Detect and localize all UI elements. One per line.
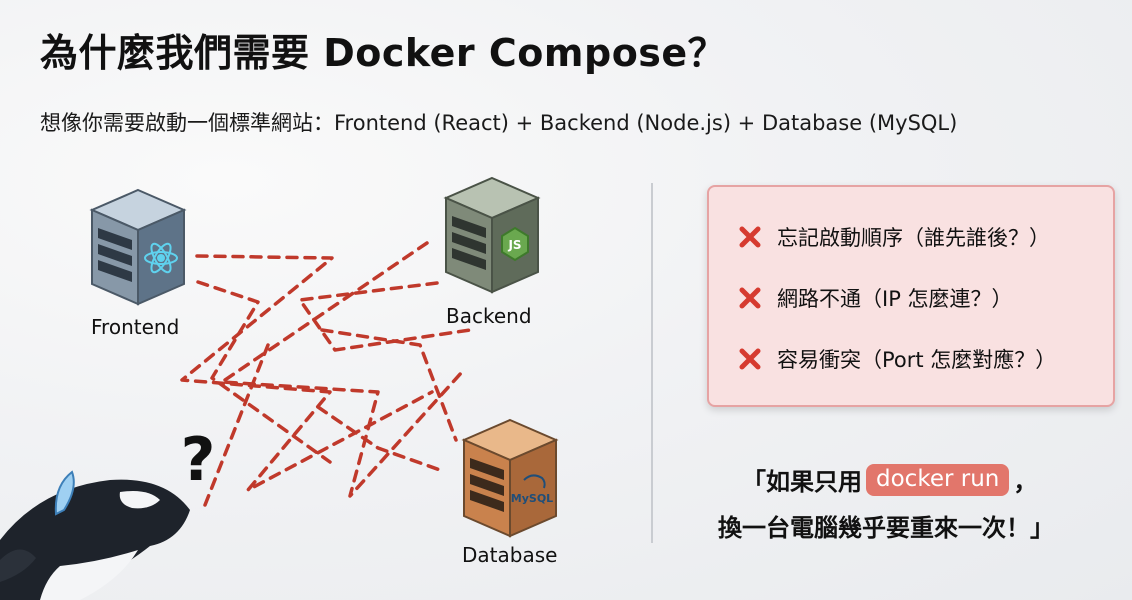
connection-line	[196, 280, 332, 464]
connection-line	[316, 405, 442, 472]
cross-mark-icon	[739, 226, 761, 248]
problem-list-box: 忘記啟動順序（誰先誰後？） 網路不通（IP 怎麼連？） 容易衝突（Port 怎麼…	[707, 185, 1115, 407]
frontend-label: Frontend	[91, 315, 180, 339]
database-label: Database	[462, 543, 558, 567]
problem-item: 忘記啟動順序（誰先誰後？）	[737, 219, 1050, 255]
cross-mark-icon	[739, 287, 761, 309]
nodejs-badge: JS	[507, 238, 521, 252]
frontend-server-icon	[89, 188, 187, 306]
problem-item: 網路不通（IP 怎麼連？）	[737, 280, 1013, 316]
backend-server-icon: JS	[443, 176, 541, 294]
problem-text: 容易衝突（Port 怎麼對應？）	[777, 348, 1057, 372]
svg-text:?: ?	[181, 425, 216, 495]
mysql-badge: MySQL	[511, 492, 553, 505]
backend-label: Backend	[446, 304, 532, 328]
connection-line	[180, 254, 434, 492]
sweat-drop-icon	[54, 470, 75, 516]
vertical-divider	[651, 183, 653, 543]
quote-line-1: 「如果只用 docker run ，	[742, 462, 1037, 497]
connection-line	[298, 281, 472, 352]
slide-subtitle: 想像你需要啟動一個標準網站：Frontend (React) + Backend…	[40, 111, 958, 135]
problem-text: 忘記啟動順序（誰先誰後？）	[777, 226, 1050, 250]
quote-suffix: ，	[1013, 468, 1038, 496]
slide-title: 為什麼我們需要 Docker Compose？	[40, 31, 727, 75]
connection-line	[203, 343, 270, 507]
command-badge: docker run	[866, 463, 1010, 496]
tangled-connections	[180, 241, 472, 507]
connection-line	[220, 241, 464, 498]
orca-mascot-icon	[0, 470, 190, 600]
problem-item: 容易衝突（Port 怎麼對應？）	[737, 341, 1056, 377]
problem-text: 網路不通（IP 怎麼連？）	[777, 287, 1013, 311]
cross-mark-icon	[739, 348, 761, 370]
database-server-icon: MySQL	[461, 418, 559, 538]
connection-line	[320, 328, 458, 442]
quote-prefix: 「如果只用	[742, 468, 862, 496]
quote-line-2: 換一台電腦幾乎要重來一次！」	[718, 514, 1054, 542]
question-mark: ?	[181, 425, 216, 495]
